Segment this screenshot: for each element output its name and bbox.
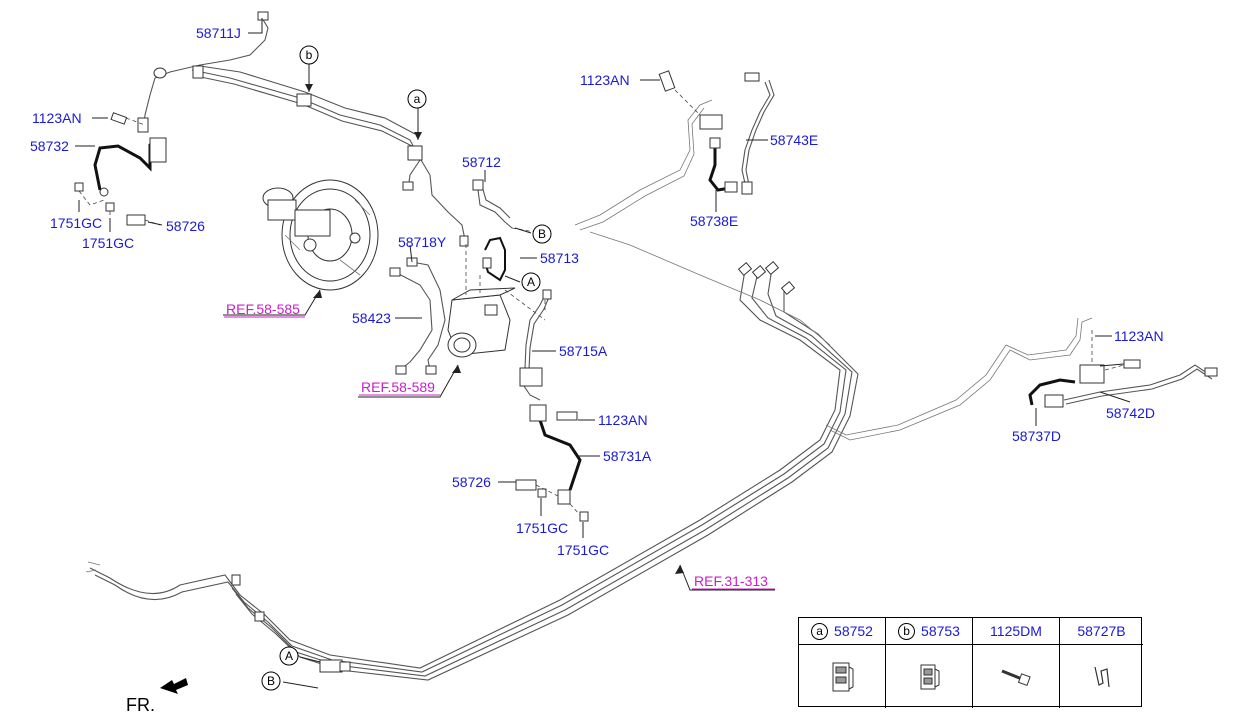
part-callouts: 58711J 1123AN 58732 1751GC 1751GC 58726 … [30, 25, 1164, 558]
leader-arrowheads [305, 84, 684, 574]
legend-badge-b: b [898, 622, 916, 640]
callout-58423[interactable]: 58423 [352, 310, 391, 326]
brake-lines-58712-58713 [472, 179, 536, 282]
callout-58712[interactable]: 58712 [462, 154, 501, 170]
callout-1751GC-b[interactable]: 1751GC [82, 235, 134, 251]
callout-58737D[interactable]: 58737D [1012, 428, 1061, 444]
callout-58742D[interactable]: 58742D [1106, 405, 1155, 421]
legend-header-58727B: 58727B [1060, 618, 1143, 645]
ref-31-313[interactable]: REF.31-313 [694, 573, 768, 589]
legend-part-58727B[interactable]: 58727B [1077, 623, 1126, 639]
callout-1751GC-d[interactable]: 1751GC [557, 542, 609, 558]
legend-header-1125DM: 1125DM [973, 618, 1060, 645]
main-brake-line-bundle [85, 261, 859, 681]
marker-B-mid: B [532, 224, 552, 244]
brake-line-58715A [519, 289, 552, 401]
circle-markers: b a B A A B [261, 45, 552, 691]
ref-58-585[interactable]: REF.58-585 [226, 301, 300, 317]
rear-lower-hose-58737D [1028, 330, 1218, 408]
marker-B-bottom: B [261, 671, 281, 691]
callout-1123AN-top[interactable]: 1123AN [580, 72, 630, 88]
callout-58711J[interactable]: 58711J [196, 25, 241, 41]
legend-image-1125DM [973, 645, 1060, 708]
front-label: FR. [126, 695, 155, 715]
callout-1123AN-left[interactable]: 1123AN [32, 110, 82, 126]
callout-58726-mid[interactable]: 58726 [452, 474, 491, 490]
marker-A-bottom: A [279, 646, 299, 666]
front-brake-line-58711J [137, 11, 469, 247]
callout-58732[interactable]: 58732 [30, 138, 69, 154]
svg-text:B: B [267, 674, 275, 688]
svg-text:A: A [285, 649, 293, 663]
svg-text:a: a [414, 92, 421, 106]
legend-header-58752: a 58752 [799, 618, 886, 645]
brake-booster [262, 179, 379, 291]
clip-icon [920, 664, 940, 689]
legend-part-58752[interactable]: 58752 [834, 623, 873, 639]
svg-text:b: b [306, 48, 313, 62]
ref-58-589[interactable]: REF.58-589 [361, 379, 435, 395]
callout-1123AN-right[interactable]: 1123AN [1114, 328, 1164, 344]
front-direction-indicator: FR. [126, 678, 188, 715]
callout-58731A[interactable]: 58731A [603, 448, 652, 464]
parts-legend-table: a 58752 b 58753 1125DM 58727B [798, 617, 1143, 708]
marker-b-top: b [299, 45, 319, 65]
callout-58738E[interactable]: 58738E [690, 213, 738, 229]
svg-text:A: A [527, 275, 535, 289]
callout-1751GC-c[interactable]: 1751GC [516, 520, 568, 536]
bolt-icon [1001, 669, 1031, 686]
legend-header-58753: b 58753 [886, 618, 973, 645]
front-arrow-icon [160, 678, 188, 694]
callout-58715A[interactable]: 58715A [559, 343, 608, 359]
callout-58713[interactable]: 58713 [540, 250, 579, 266]
legend-image-58727B [1060, 645, 1143, 708]
brake-lines-58718Y-58423 [389, 257, 446, 375]
leader-lines [75, 18, 1131, 689]
front-right-hose-58731A [515, 404, 589, 522]
legend-badge-a: a [811, 622, 829, 640]
rear-brake-lines [574, 99, 1093, 441]
spring-clip-icon [1093, 666, 1110, 687]
legend-image-58753 [886, 645, 973, 708]
callout-1123AN-mid[interactable]: 1123AN [598, 412, 648, 428]
legend-part-1125DM[interactable]: 1125DM [990, 623, 1042, 639]
svg-text:B: B [538, 227, 546, 241]
legend-image-58752 [799, 645, 886, 708]
front-left-hose-58732 [74, 112, 167, 226]
reference-callouts: REF.58-585 REF.58-589 REF.31-313 [224, 301, 775, 590]
abs-hydraulic-unit [447, 244, 546, 358]
rear-upper-hose-58738E [658, 70, 775, 195]
legend-part-58753[interactable]: 58753 [921, 623, 960, 639]
marker-A-mid: A [521, 272, 541, 292]
callout-58743E[interactable]: 58743E [770, 132, 818, 148]
marker-a-top: a [407, 89, 427, 109]
callout-58726-top[interactable]: 58726 [166, 218, 205, 234]
clip-icon [832, 662, 854, 691]
callout-1751GC-a[interactable]: 1751GC [50, 215, 102, 231]
callout-58718Y[interactable]: 58718Y [398, 234, 447, 250]
